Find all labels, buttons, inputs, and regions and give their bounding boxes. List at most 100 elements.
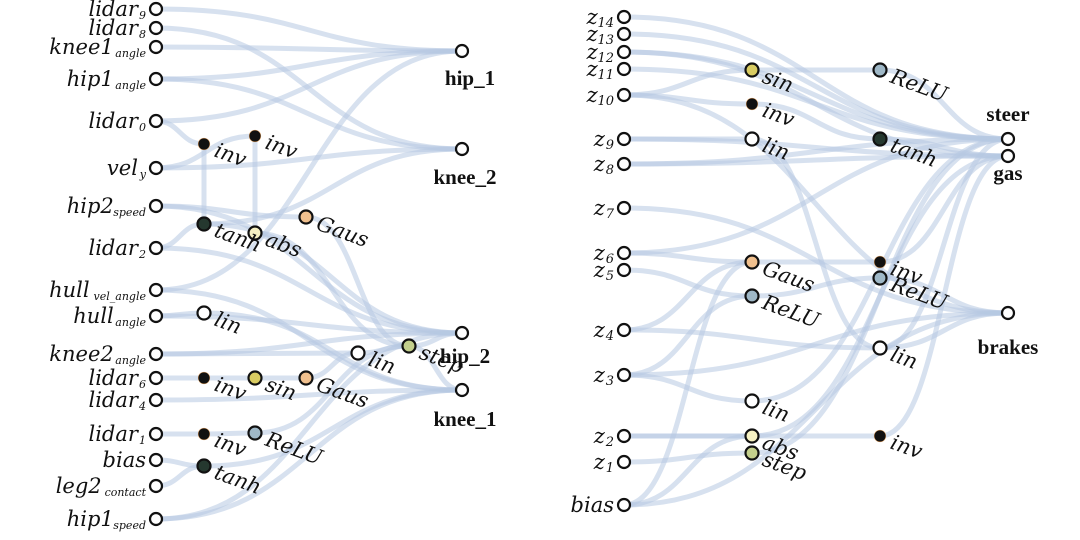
input-label: z xyxy=(593,196,606,220)
output-label: brakes xyxy=(978,335,1039,359)
input-label: z xyxy=(586,83,599,107)
node-r-z6 xyxy=(616,245,632,261)
input-label: z xyxy=(593,241,606,265)
input-subscript: 1 xyxy=(606,461,614,476)
node-r-z3 xyxy=(616,367,632,383)
node-r-z8 xyxy=(616,156,632,172)
connection-edge xyxy=(749,101,883,142)
input-subscript: 12 xyxy=(597,51,614,66)
input-subscript: 4 xyxy=(605,329,614,344)
node-r-z5 xyxy=(616,262,632,278)
input-subscript: speed xyxy=(113,519,146,532)
node-r-z13 xyxy=(616,26,632,42)
node-l-lidar1 xyxy=(148,426,164,442)
connection-edge xyxy=(621,267,755,299)
function-label-inv: inv xyxy=(759,98,798,132)
node-r-relu1 xyxy=(872,62,888,78)
node-r-lin3 xyxy=(872,340,888,356)
input-label: knee1 xyxy=(49,35,113,59)
input-subscript: vel_angle xyxy=(94,290,147,303)
output-label: gas xyxy=(993,161,1022,185)
node-r-sin xyxy=(744,62,760,78)
input-subscript: 13 xyxy=(597,33,614,48)
input-label: hull xyxy=(73,304,113,328)
node-l-hip-2 xyxy=(454,325,470,341)
node-r-z4 xyxy=(616,322,632,338)
node-r-gaus xyxy=(744,254,760,270)
output-label: knee_2 xyxy=(434,165,497,189)
connection-edge xyxy=(153,48,465,124)
node-r-brakes xyxy=(1000,305,1016,321)
input-label: hull xyxy=(49,278,89,302)
connection-edge xyxy=(153,221,207,251)
node-r-bias xyxy=(616,497,632,513)
edge-layer xyxy=(153,6,1011,522)
node-r-z2 xyxy=(616,428,632,444)
node-r-step xyxy=(744,445,760,461)
input-label: z xyxy=(586,22,599,46)
node-l-hip2s xyxy=(148,198,164,214)
node-l-hip1a xyxy=(148,71,164,87)
node-l-sin xyxy=(247,370,263,386)
input-label: lidar xyxy=(89,16,140,40)
input-subscript: angle xyxy=(115,79,146,92)
node-l-hulla xyxy=(148,308,164,324)
node-l-hip-1 xyxy=(454,43,470,59)
node-r-relu2 xyxy=(744,288,760,304)
connection-edge xyxy=(303,214,412,349)
input-subscript: angle xyxy=(115,47,146,60)
input-label: hip1 xyxy=(67,67,114,91)
input-subscript: 9 xyxy=(139,9,146,22)
output-label: steer xyxy=(986,102,1029,126)
node-l-hip1s xyxy=(148,511,164,527)
node-l-step xyxy=(401,338,417,354)
node-l-lidar4 xyxy=(148,392,164,408)
connection-edge xyxy=(621,293,755,378)
node-l-tanh1 xyxy=(196,216,212,232)
input-subscript: 11 xyxy=(597,68,614,83)
node-l-lidar0 xyxy=(148,113,164,129)
node-r-z11 xyxy=(616,61,632,77)
connection-edge xyxy=(153,463,207,489)
node-l-lidar2 xyxy=(148,240,164,256)
input-label: leg2 xyxy=(56,474,102,498)
connection-edge xyxy=(621,153,1011,167)
function-label-inv: inv xyxy=(887,430,926,464)
node-l-inv4 xyxy=(198,428,210,440)
input-label: bias xyxy=(571,493,615,517)
connection-edge xyxy=(252,230,412,349)
input-label: lidar xyxy=(89,366,140,390)
input-subscript: contact xyxy=(105,486,147,499)
node-l-knee-1 xyxy=(454,382,470,398)
connection-edge xyxy=(621,136,1011,256)
input-label: vel xyxy=(107,156,138,180)
input-label: z xyxy=(593,363,606,387)
node-r-z14 xyxy=(616,9,632,25)
node-l-tanh2 xyxy=(196,458,212,474)
node-r-abs xyxy=(744,428,760,444)
input-subscript: angle xyxy=(115,316,146,329)
node-l-abs xyxy=(247,225,263,241)
node-l-knee-2 xyxy=(454,141,470,157)
node-r-tanh xyxy=(872,131,888,147)
node-r-z12 xyxy=(616,44,632,60)
input-subscript: 2 xyxy=(138,248,146,261)
node-r-lin2 xyxy=(744,393,760,409)
node-l-knee2a xyxy=(148,346,164,362)
input-label: z xyxy=(593,450,606,474)
input-subscript: 8 xyxy=(606,163,614,178)
node-r-gas xyxy=(1000,148,1016,164)
node-l-lidar8 xyxy=(148,20,164,36)
node-l-lin2 xyxy=(350,345,366,361)
connection-edge xyxy=(621,49,1011,142)
input-label: z xyxy=(586,5,599,29)
connection-edge xyxy=(153,330,465,357)
input-subscript: 6 xyxy=(606,252,614,267)
node-r-z10 xyxy=(616,87,632,103)
node-l-relu xyxy=(247,425,263,441)
connection-edge xyxy=(621,259,755,508)
connection-edge xyxy=(877,153,1011,439)
node-l-hullva xyxy=(148,282,164,298)
input-label: lidar xyxy=(89,422,140,446)
